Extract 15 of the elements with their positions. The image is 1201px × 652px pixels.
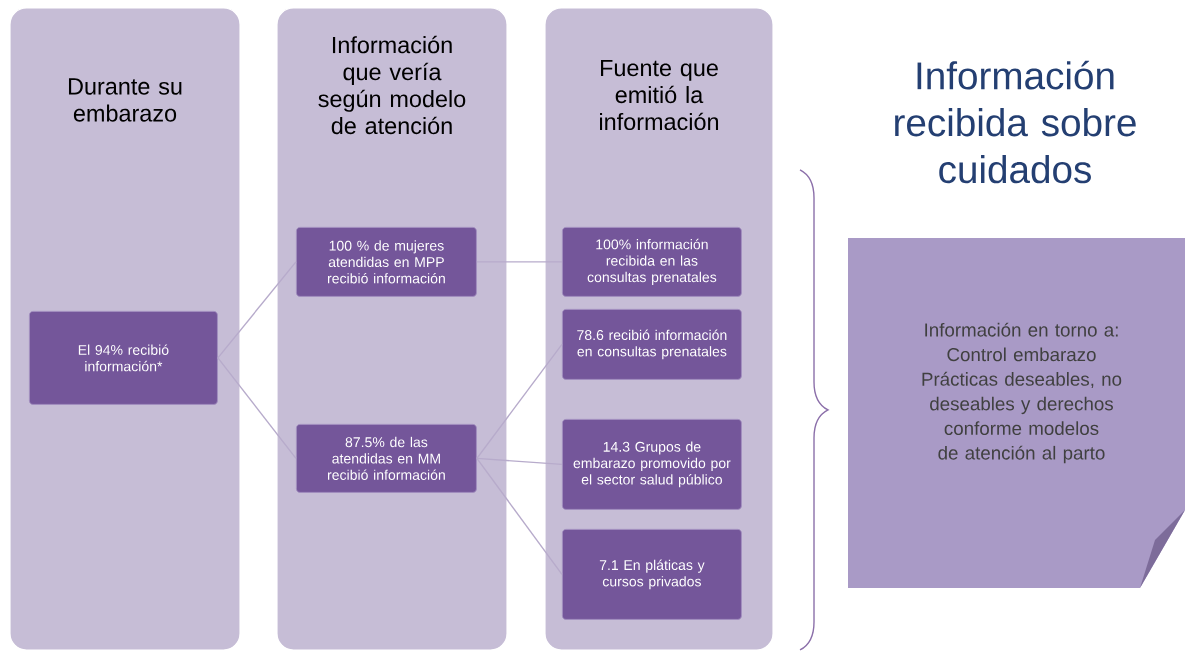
connector-line: [217, 357, 297, 460]
connector-line: [476, 457, 563, 466]
title: Información recibida sobre cuidados: [895, 60, 1136, 184]
process-box: 87.5% de las atendidas en MM recibió información: [295, 423, 477, 493]
connector-line: [476, 457, 563, 576]
connector-line: [217, 261, 297, 359]
process-box: 100% información recibida en las consultas prenatales: [561, 226, 742, 297]
process-box: El 94% recibió información*: [28, 310, 218, 405]
connector-line: [476, 343, 563, 460]
note-card: Información en torno a: Control embarazo Prácticas deseables, no deseables y derechos conforme modelos de atención al parto: [848, 238, 1185, 588]
process-box: 7.1 En pláticas y cursos privados: [561, 528, 742, 620]
process-box: 100 % de mujeres atendidas en MPP recibió información: [295, 226, 477, 297]
process-box: 78.6 recibió información en consultas prenatales: [561, 308, 742, 380]
connector-line: [476, 261, 563, 263]
process-box: 14.3 Grupos de embarazo promovido por el sector salud público: [561, 418, 742, 510]
